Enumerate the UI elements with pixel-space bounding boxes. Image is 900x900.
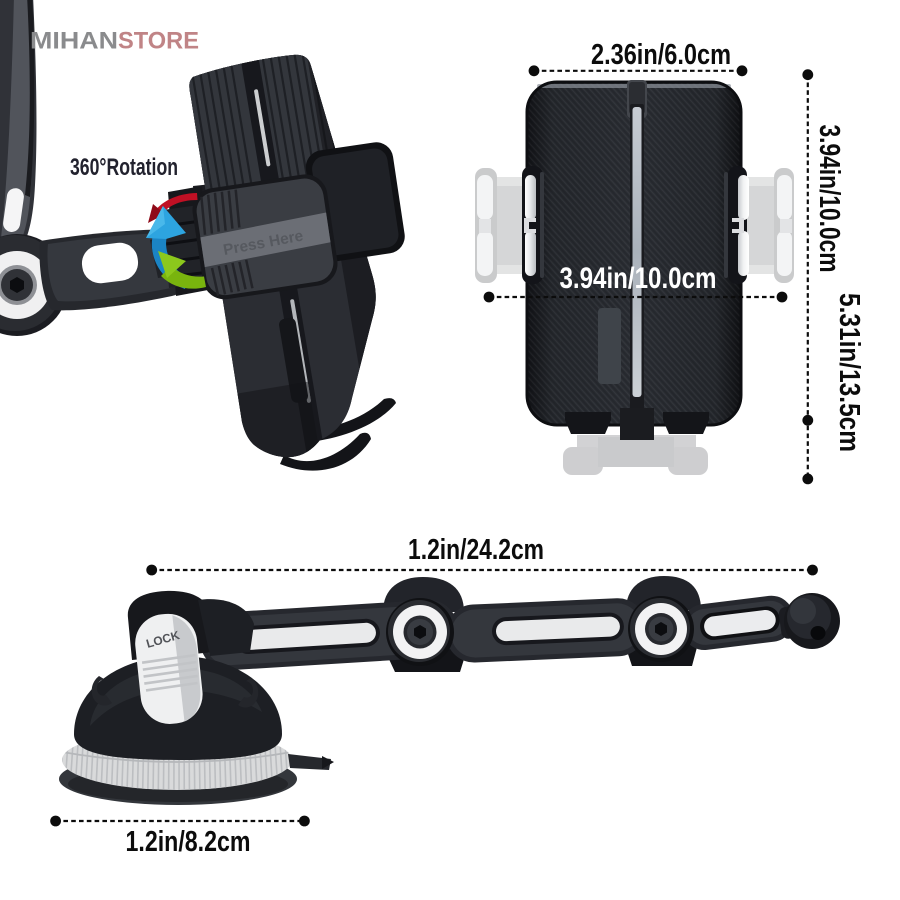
svg-text:MIHAN: MIHAN xyxy=(30,28,118,55)
svg-text:3.94in/10.0cm: 3.94in/10.0cm xyxy=(560,262,717,295)
svg-text:1.2in/24.2cm: 1.2in/24.2cm xyxy=(408,534,544,566)
svg-text:360°Rotation: 360°Rotation xyxy=(70,154,178,181)
svg-text:5.31in/13.5cm: 5.31in/13.5cm xyxy=(833,293,865,452)
svg-text:2.36in/6.0cm: 2.36in/6.0cm xyxy=(591,39,731,71)
svg-text:STORE: STORE xyxy=(118,28,199,55)
svg-text:1.2in/8.2cm: 1.2in/8.2cm xyxy=(126,826,251,858)
svg-text:3.94in/10.0cm: 3.94in/10.0cm xyxy=(813,125,845,273)
